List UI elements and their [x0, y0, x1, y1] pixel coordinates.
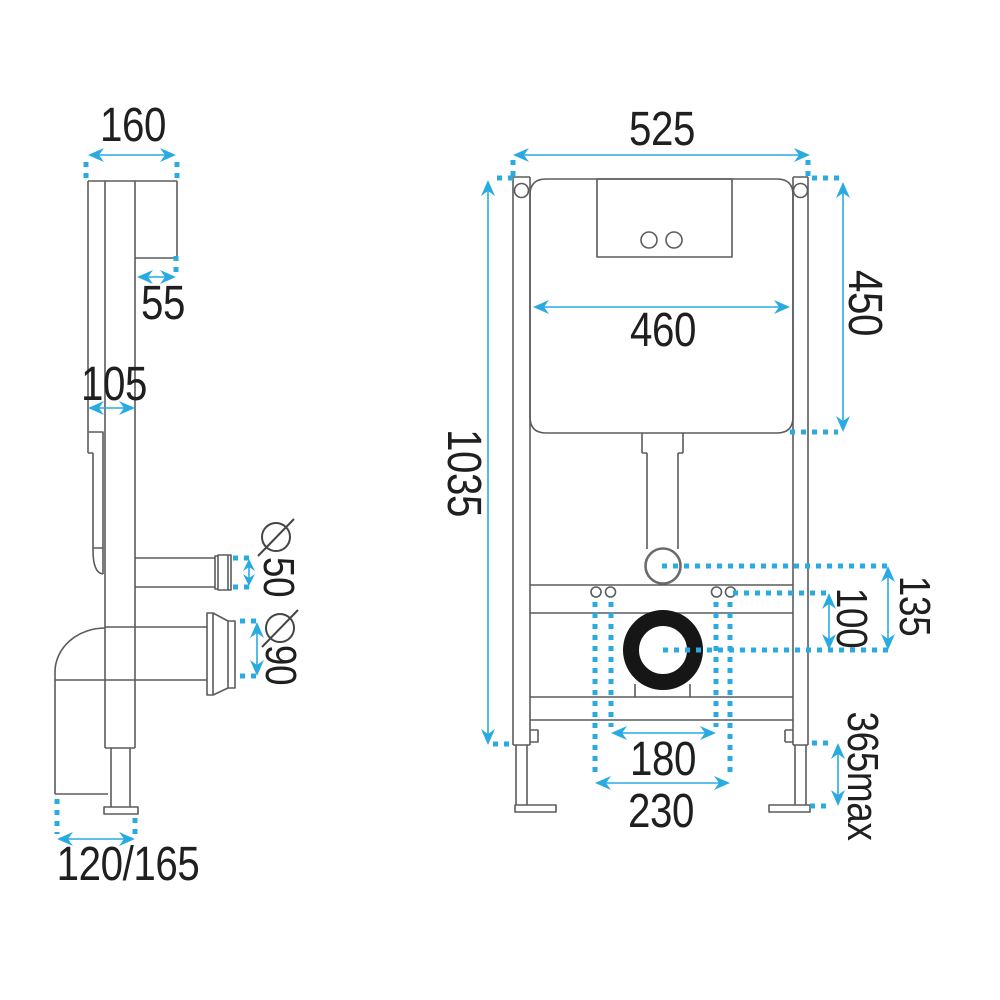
rail-hanger-hole-right [792, 182, 809, 199]
waste-outlet-ring [623, 610, 703, 690]
fixing-bolt-hole [590, 586, 602, 598]
dim-cistern-width [533, 300, 790, 314]
dim-overall-width-label: 525 [628, 103, 696, 156]
diameter-icon [257, 518, 295, 557]
dim-overall-width [510, 148, 811, 178]
dim-inlet-diameter [233, 555, 255, 590]
front-view-drawing [512, 176, 811, 813]
cistern-outline [529, 178, 794, 434]
dim-bolt-spacing-outer-label: 230 [627, 785, 695, 838]
side-view-drawing [54, 180, 236, 815]
dim-floor-offset [54, 799, 138, 846]
dim-bolt-outlet-drop-label: 100 [827, 587, 876, 649]
flush-button-left [640, 231, 658, 249]
dim-cistern-height [790, 175, 850, 435]
dim-frame-height-label: 1035 [437, 428, 490, 518]
dim-frame-depth [88, 401, 135, 415]
dim-inlet-outlet-drop-label: 135 [890, 575, 939, 637]
access-panel [596, 178, 733, 258]
flush-pipe-bend [644, 547, 682, 585]
dim-frame-height [481, 175, 513, 747]
dim-leg-adjustment [810, 740, 845, 809]
dim-outlet-diameter [240, 618, 264, 679]
dim-bracket-depth-label: 55 [140, 277, 186, 330]
dim-leg-adjustment-label: 365max [838, 711, 887, 841]
diameter-icon [261, 609, 299, 648]
rail-hanger-hole-left [513, 182, 530, 199]
dim-bolt-spacing-outer [595, 776, 730, 790]
dim-cistern-height-label: 450 [838, 269, 891, 337]
bolt-guide-lines [592, 602, 733, 777]
dim-bolt-outlet-drop [733, 590, 836, 650]
dim-inlet-outlet-drop [662, 563, 895, 653]
dim-total-depth-label: 160 [99, 99, 167, 152]
dim-bracket-depth [137, 256, 179, 284]
dim-cistern-width-label: 460 [629, 304, 697, 357]
fixing-bolt-hole [710, 586, 723, 598]
dim-outlet-diameter-label: 90 [256, 644, 305, 686]
dim-floor-offset-label: 120/165 [56, 838, 200, 891]
flush-button-right [665, 231, 683, 249]
fixing-bolt-hole [604, 586, 617, 598]
dim-frame-depth-label: 105 [80, 358, 148, 411]
dimension-annotations [54, 148, 895, 846]
dim-bolt-spacing-inner-label: 180 [629, 733, 697, 786]
dim-bolt-spacing-inner [611, 726, 716, 740]
dim-total-depth [83, 148, 180, 180]
dim-inlet-diameter-label: 50 [254, 556, 303, 598]
